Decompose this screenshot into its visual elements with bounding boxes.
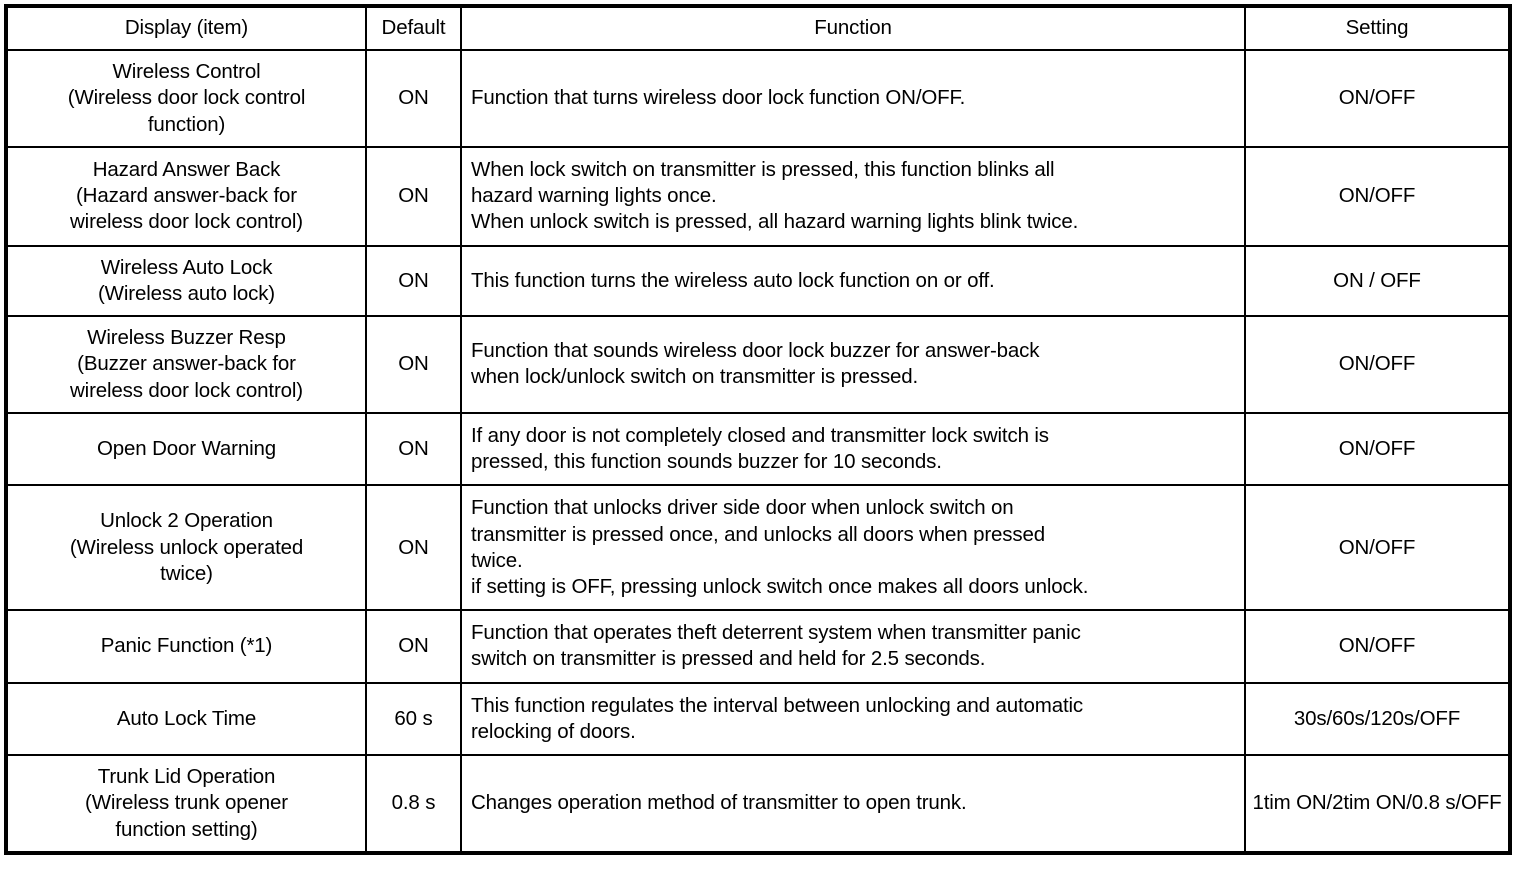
cell-setting-options: ON/OFF (1244, 411, 1511, 487)
cell-default-value: 0.8 s (365, 754, 462, 854)
cell-function-description: Function that turns wireless door lock f… (460, 49, 1246, 148)
table-header-row: Display (item) Default Function Setting (5, 4, 1511, 52)
cell-function-description-line: This function turns the wireless auto lo… (471, 268, 995, 292)
cell-setting-options: ON / OFF (1244, 244, 1511, 318)
cell-display-item: Unlock 2 Operation(Wireless unlock opera… (5, 484, 367, 612)
cell-display-item: Panic Function (*1) (5, 609, 367, 684)
cell-display-item: Open Door Warning (5, 411, 367, 487)
cell-display-item-line: Open Door Warning (97, 436, 276, 460)
cell-display-item-line: (Wireless door lock control (67, 86, 306, 110)
cell-function-description: Changes operation method of transmitter … (460, 754, 1246, 854)
cell-setting-options: ON/OFF (1244, 484, 1511, 612)
cell-setting-options: ON/OFF (1244, 145, 1511, 247)
cell-default-value: ON (365, 49, 462, 148)
column-header-function: Function (460, 4, 1246, 52)
cell-display-item-line: (Wireless trunk opener (85, 791, 288, 815)
cell-function-description-line: switch on transmitter is pressed and hel… (471, 647, 986, 671)
table-row: Wireless Control(Wireless door lock cont… (5, 49, 1511, 148)
cell-function-description: This function regulates the interval bet… (460, 681, 1246, 757)
cell-setting-options: ON/OFF (1244, 609, 1511, 684)
cell-display-item: Auto Lock Time (5, 681, 367, 757)
table-row: Open Door Warning ON If any door is not co… (5, 411, 1511, 487)
cell-function-description-line: hazard warning lights once. (471, 184, 717, 208)
table-row: Wireless Buzzer Resp(Buzzer answer-back … (5, 315, 1511, 414)
cell-display-item: Wireless Buzzer Resp(Buzzer answer-back … (5, 315, 367, 414)
cell-function-description-line: This function regulates the interval bet… (471, 693, 1084, 717)
cell-function-description-line: transmitter is pressed once, and unlocks… (471, 522, 1045, 546)
cell-function-description: When lock switch on transmitter is press… (460, 145, 1246, 247)
cell-setting-options: 1tim ON/2tim ON/0.8 s/OFF (1244, 754, 1511, 854)
customize-function-settings-table: Display (item) Default Function Setting … (4, 4, 1512, 855)
column-header-default: Default (365, 4, 462, 52)
cell-display-item-line: (Hazard answer-back for (76, 184, 297, 208)
cell-display-item: Trunk Lid Operation(Wireless trunk opene… (5, 754, 367, 854)
cell-default-value: ON (365, 411, 462, 487)
cell-display-item-line: (Wireless auto lock) (98, 281, 275, 305)
table-row: Unlock 2 Operation(Wireless unlock opera… (5, 484, 1511, 612)
cell-display-item-line: Trunk Lid Operation (97, 765, 276, 789)
cell-display-item-line: (Wireless unlock operated (69, 535, 304, 559)
cell-function-description: Function that sounds wireless door lock … (460, 315, 1246, 414)
cell-default-value: ON (365, 609, 462, 684)
cell-function-description-line: twice. (471, 548, 523, 572)
cell-display-item-line: twice) (160, 561, 213, 585)
table-row: Wireless Auto Lock(Wireless auto lock)ON… (5, 244, 1511, 318)
table-body: Wireless Control(Wireless door lock cont… (5, 49, 1511, 854)
cell-display-item-line: Wireless Auto Lock (100, 255, 273, 279)
table-header: Display (item) Default Function Setting (5, 4, 1511, 52)
cell-display-item-line: function setting) (115, 817, 258, 841)
cell-function-description-line: pressed, this function sounds buzzer for… (471, 450, 942, 474)
cell-display-item-line: Wireless Buzzer Resp (87, 326, 286, 350)
cell-display-item-line: wireless door lock control) (70, 210, 303, 234)
cell-function-description-line: Function that sounds wireless door lock … (471, 339, 1040, 363)
cell-default-value: ON (365, 244, 462, 318)
cell-display-item-line: Unlock 2 Operation (100, 509, 273, 533)
cell-function-description-line: Changes operation method of transmitter … (471, 791, 967, 815)
column-header-setting: Setting (1244, 4, 1511, 52)
cell-function-description-line: When lock switch on transmitter is press… (471, 157, 1055, 181)
cell-function-description-line: relocking of doors. (471, 719, 636, 743)
cell-display-item-line: wireless door lock control) (70, 378, 303, 402)
cell-function-description: Function that unlocks driver side door w… (460, 484, 1246, 612)
cell-default-value: ON (365, 484, 462, 612)
cell-setting-options: 30s/60s/120s/OFF (1244, 681, 1511, 757)
column-header-display: Display (item) (5, 4, 367, 52)
cell-function-description: This function turns the wireless auto lo… (460, 244, 1246, 318)
table-row: Trunk Lid Operation(Wireless trunk opene… (5, 754, 1511, 854)
cell-display-item-line: function) (147, 112, 226, 136)
cell-function-description: Function that operates theft deterrent s… (460, 609, 1246, 684)
cell-display-item-line: Panic Function (*1) (100, 634, 273, 658)
cell-display-item-line: Hazard Answer Back (92, 157, 281, 181)
cell-default-value: 60 s (365, 681, 462, 757)
cell-function-description-line: if setting is OFF, pressing unlock switc… (471, 574, 1089, 598)
table-row: Auto Lock Time 60 s This function regulate… (5, 681, 1511, 757)
cell-function-description-line: Function that operates theft deterrent s… (471, 621, 1081, 645)
cell-default-value: ON (365, 315, 462, 414)
cell-display-item-line: Wireless Control (112, 60, 261, 84)
table-row: Hazard Answer Back (Hazard answer-back fo… (5, 145, 1511, 247)
cell-function-description-line: Function that unlocks driver side door w… (471, 496, 1014, 520)
cell-setting-options: ON/OFF (1244, 315, 1511, 414)
cell-function-description-line: If any door is not completely closed and… (471, 423, 1049, 447)
table-row: Panic Function (*1) ON Function that opera… (5, 609, 1511, 684)
cell-function-description-line: When unlock switch is pressed, all hazar… (471, 210, 1079, 234)
cell-display-item: Wireless Control(Wireless door lock cont… (5, 49, 367, 148)
cell-display-item-line: Auto Lock Time (116, 706, 257, 730)
cell-display-item: Wireless Auto Lock(Wireless auto lock) (5, 244, 367, 318)
cell-display-item-line: (Buzzer answer-back for (77, 352, 296, 376)
cell-display-item: Hazard Answer Back (Hazard answer-back fo… (5, 145, 367, 247)
cell-default-value: ON (365, 145, 462, 247)
cell-function-description-line: when lock/unlock switch on transmitter i… (471, 365, 919, 389)
cell-function-description-line: Function that turns wireless door lock f… (471, 86, 966, 110)
cell-setting-options: ON/OFF (1244, 49, 1511, 148)
cell-function-description: If any door is not completely closed and… (460, 411, 1246, 487)
